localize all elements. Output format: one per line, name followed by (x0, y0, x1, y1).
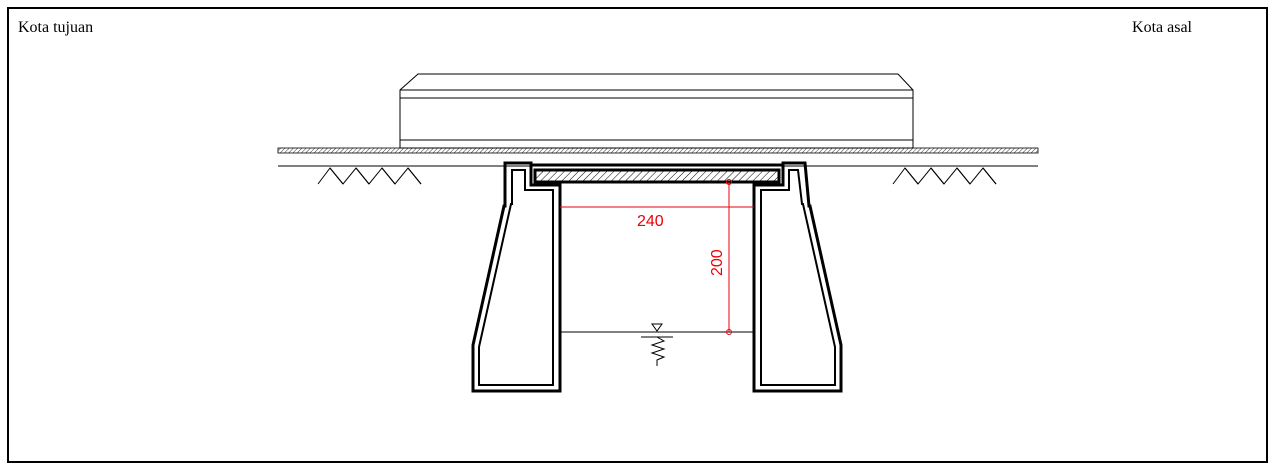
drawing-frame: Kota tujuan Kota asal (7, 7, 1268, 463)
origin-label: Kota asal (1132, 19, 1192, 36)
soil-hatch-icon (892, 167, 997, 185)
road-surface (277, 147, 1039, 154)
left-abutment (471, 161, 562, 393)
width-dimension-label: 240 (637, 213, 664, 230)
height-dimension-label: 200 (709, 249, 726, 276)
cap-beam (533, 168, 781, 184)
height-dimension (726, 179, 732, 335)
road-pavement-block (399, 73, 914, 149)
right-abutment (752, 161, 843, 393)
destination-label: Kota tujuan (18, 19, 94, 36)
soil-hatch-icon (317, 167, 422, 185)
water-level-marker-icon (641, 323, 673, 366)
